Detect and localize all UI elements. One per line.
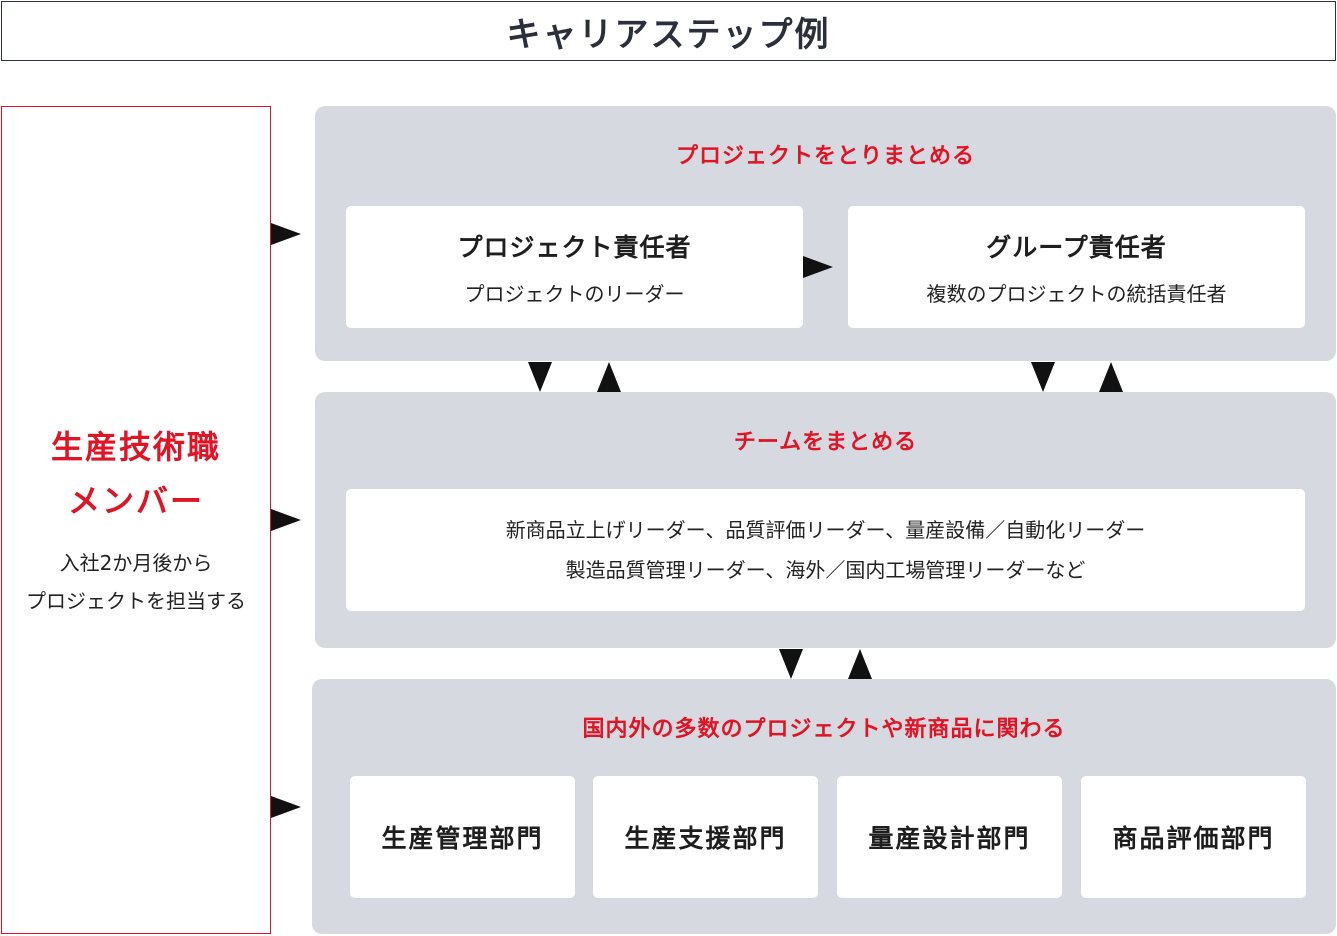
member-title-line2: メンバー — [67, 482, 204, 520]
team-roles-line1: 新商品立上げリーダー、品質評価リーダー、量産設備／自動化リーダー — [505, 518, 1146, 542]
member-sub-line1: 入社2か月後から — [59, 551, 213, 575]
arrow-down-left — [528, 362, 552, 392]
arrow-down-right — [1031, 362, 1055, 392]
global-panel-heading: 国内外の多数のプロジェクトや新商品に関わる — [582, 717, 1066, 742]
department-card: 生産支援部門 — [593, 776, 818, 898]
team-panel-heading: チームをまとめる — [733, 430, 918, 455]
project-leader-sub: プロジェクトのリーダー — [464, 281, 685, 306]
arrow-up-right — [1099, 362, 1123, 392]
member-description: 入社2か月後から プロジェクトを担当する — [26, 544, 246, 620]
project-leader-card: プロジェクト責任者 プロジェクトのリーダー — [346, 206, 803, 328]
arrow-right-to-project-panel — [271, 223, 301, 245]
team-roles-card: 新商品立上げリーダー、品質評価リーダー、量産設備／自動化リーダー 製造品質管理リ… — [346, 489, 1305, 611]
project-leader-title: プロジェクト責任者 — [457, 232, 692, 262]
member-title-line1: 生産技術職 — [50, 428, 221, 466]
team-panel: チームをまとめる 新商品立上げリーダー、品質評価リーダー、量産設備／自動化リーダ… — [315, 392, 1336, 648]
global-panel: 国内外の多数のプロジェクトや新商品に関わる 生産管理部門 生産支援部門 量産設計… — [312, 679, 1336, 934]
department-card: 商品評価部門 — [1081, 776, 1306, 898]
arrow-right-to-group-leader — [803, 256, 833, 278]
member-sub-line2: プロジェクトを担当する — [26, 589, 246, 613]
member-box: 生産技術職 メンバー 入社2か月後から プロジェクトを担当する — [1, 106, 271, 934]
arrow-down-center — [779, 649, 803, 679]
arrow-right-to-global-panel — [271, 796, 301, 818]
department-label: 商品評価部門 — [1112, 824, 1275, 853]
department-label: 生産管理部門 — [381, 824, 544, 853]
group-leader-card: グループ責任者 複数のプロジェクトの統括責任者 — [848, 206, 1305, 328]
arrow-up-center — [848, 649, 872, 679]
project-panel: プロジェクトをとりまとめる プロジェクト責任者 プロジェクトのリーダー グループ… — [315, 106, 1336, 361]
team-roles-line2: 製造品質管理リーダー、海外／国内工場管理リーダーなど — [565, 558, 1086, 582]
group-leader-sub: 複数のプロジェクトの統括責任者 — [926, 281, 1227, 306]
department-label: 量産設計部門 — [868, 824, 1031, 853]
department-card: 量産設計部門 — [837, 776, 1062, 898]
department-card: 生産管理部門 — [350, 776, 575, 898]
department-label: 生産支援部門 — [624, 824, 787, 853]
diagram-title: キャリアステップ例 — [1, 1, 1336, 61]
group-leader-title: グループ責任者 — [986, 232, 1167, 262]
arrow-right-to-team-panel — [271, 509, 301, 531]
project-panel-heading: プロジェクトをとりまとめる — [675, 144, 975, 169]
arrow-up-left — [597, 362, 621, 392]
